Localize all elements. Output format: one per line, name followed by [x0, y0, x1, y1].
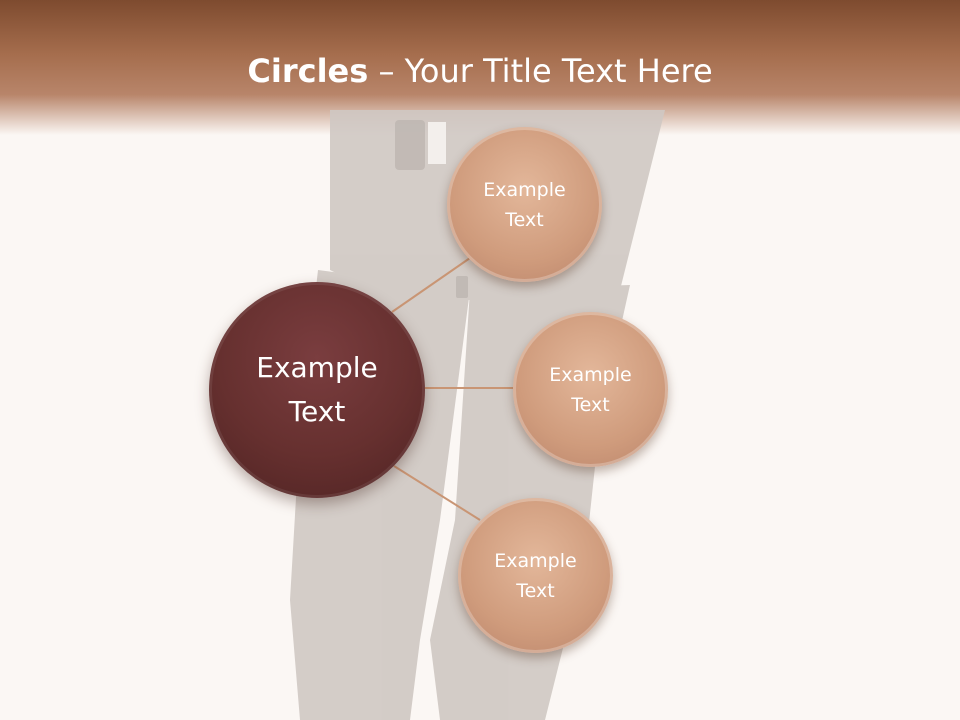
node-1-line1: Example — [483, 178, 566, 201]
title-bold: Circles — [247, 52, 369, 90]
center-circle-line2: Text — [288, 395, 346, 428]
node-circle-2: Example Text — [513, 312, 668, 467]
slide-title: Circles – Your Title Text Here — [0, 52, 960, 90]
center-circle: Example Text — [209, 282, 425, 498]
connector-line-1 — [391, 257, 471, 313]
node-circle-3: Example Text — [458, 498, 613, 653]
title-rest: – Your Title Text Here — [368, 52, 713, 90]
node-3-line2: Text — [516, 579, 555, 602]
node-2-line2: Text — [571, 393, 610, 416]
node-2-line1: Example — [549, 363, 632, 386]
node-3-line1: Example — [494, 549, 577, 572]
connector-line-3 — [393, 465, 481, 521]
node-circle-1: Example Text — [447, 127, 602, 282]
node-1-line2: Text — [505, 208, 544, 231]
center-circle-line1: Example — [256, 351, 378, 384]
